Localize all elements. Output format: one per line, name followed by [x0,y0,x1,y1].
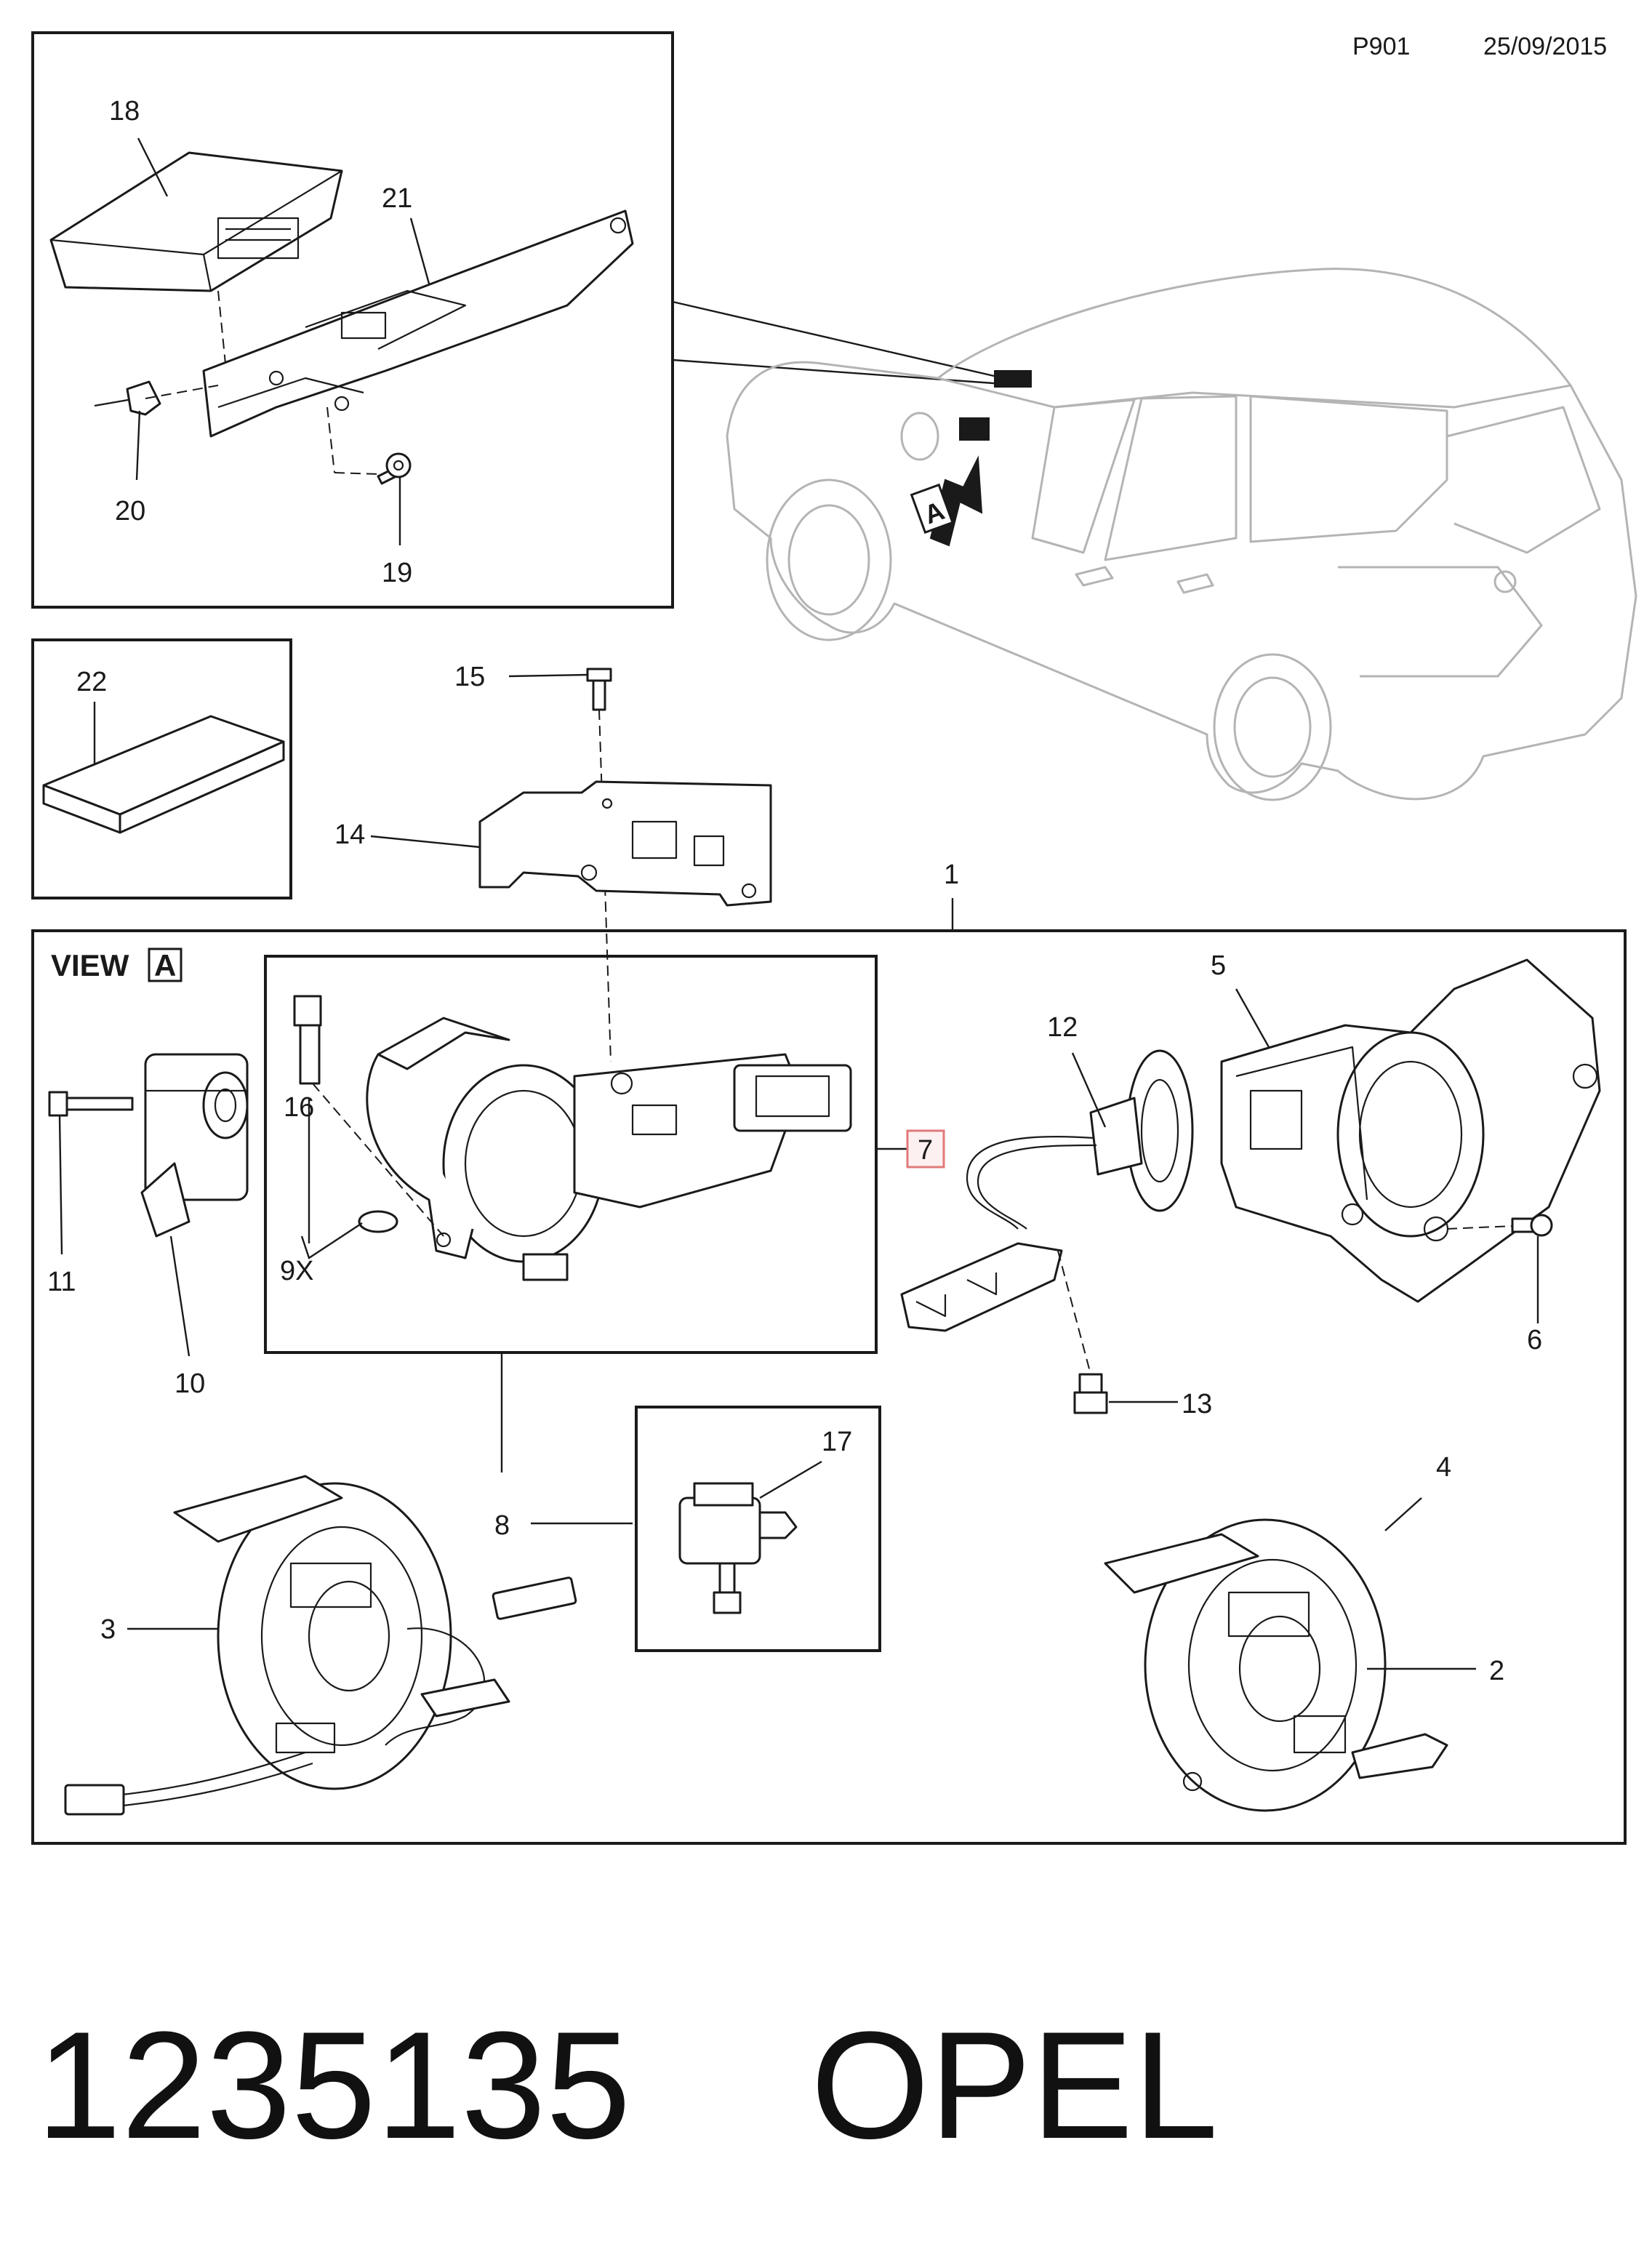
callout-13: 13 [1182,1389,1212,1419]
leader-14 [370,835,481,849]
callout-22: 22 [76,667,107,697]
zoom-connector-top [672,300,1004,380]
sensor-12 [966,1049,1194,1230]
lock-housing [366,1017,852,1281]
leader-dash [217,290,226,364]
leader-9x [300,1222,363,1259]
view-a-letter: A [154,948,176,982]
zoom-connector-bottom [672,358,1004,385]
callout-9x: 9X [280,1256,313,1286]
clock-spring-2 [1104,1518,1448,1812]
leader-dash [334,472,379,475]
leader-11 [58,1115,63,1255]
screw-15 [586,668,612,711]
callout-11: 11 [47,1267,76,1297]
callout-16: 16 [284,1092,314,1123]
callout-18: 18 [109,96,140,127]
bolt-19 [377,452,412,485]
page-code: P901 [1352,33,1410,60]
leader-18 [137,137,169,197]
view-a-label: VIEW [51,948,129,982]
callout-4: 4 [1436,1452,1451,1483]
location-arrow-a: A [910,370,1032,547]
callout-1: 1 [944,859,959,890]
screw-13-dash [1057,1250,1091,1375]
harness-module [900,1242,1063,1332]
callout-17: 17 [822,1427,852,1457]
leader-20 [135,410,141,481]
ignition-unit-5 [1220,958,1601,1303]
leader-dash [326,406,335,473]
view-a-letter-box [148,947,183,982]
leader-21 [409,217,430,284]
callout-5: 5 [1211,950,1226,981]
brand-name: OPEL [811,2000,1218,2171]
callout-14: 14 [334,820,365,850]
screw-6-dash [1446,1225,1513,1230]
vehicle-outline [726,268,1637,801]
bolt-16 [293,995,322,1085]
switch-17-frame [635,1406,881,1652]
screw-11 [48,1091,134,1117]
bracket-14 [478,780,772,907]
bolt-axis-dash [312,1083,444,1237]
washer-9x [358,1210,398,1233]
callout-19: 19 [382,558,412,588]
lock-cylinder-10 [140,1053,249,1238]
control-module-18 [49,151,343,292]
pad-22 [42,715,285,834]
leader-10 [169,1235,191,1357]
part-number: 1235135 [36,2000,631,2171]
callout-8: 8 [494,1510,510,1541]
date-stamp: 25/09/2015 [1483,33,1607,60]
callout-2: 2 [1489,1656,1504,1686]
module-assembly-frame [31,31,674,609]
leader-17 [759,1460,822,1499]
leader-4 [1384,1497,1422,1531]
switch-17 [678,1482,798,1614]
clock-spring-3 [64,1475,577,1816]
callout-15: 15 [454,662,485,692]
screw-13 [1073,1373,1108,1414]
callout-12: 12 [1047,1012,1078,1043]
pad-22-frame [31,638,292,899]
callout-10: 10 [175,1369,205,1399]
view-a-frame [31,929,1627,1845]
callout-21: 21 [382,183,412,214]
callout-7: 7 [918,1135,933,1166]
leader-5 [1235,988,1270,1048]
callout-20: 20 [115,496,145,526]
housing-7-frame [264,955,878,1354]
leader-15 [508,673,588,678]
leader-12 [1071,1052,1107,1128]
screw-6 [1511,1214,1553,1237]
callout-7-box [906,1129,945,1169]
callout-3: 3 [100,1614,116,1645]
callout-6: 6 [1527,1325,1542,1355]
nut-20 [94,380,161,416]
bracket-21 [202,209,634,438]
leader-dash [145,385,219,399]
